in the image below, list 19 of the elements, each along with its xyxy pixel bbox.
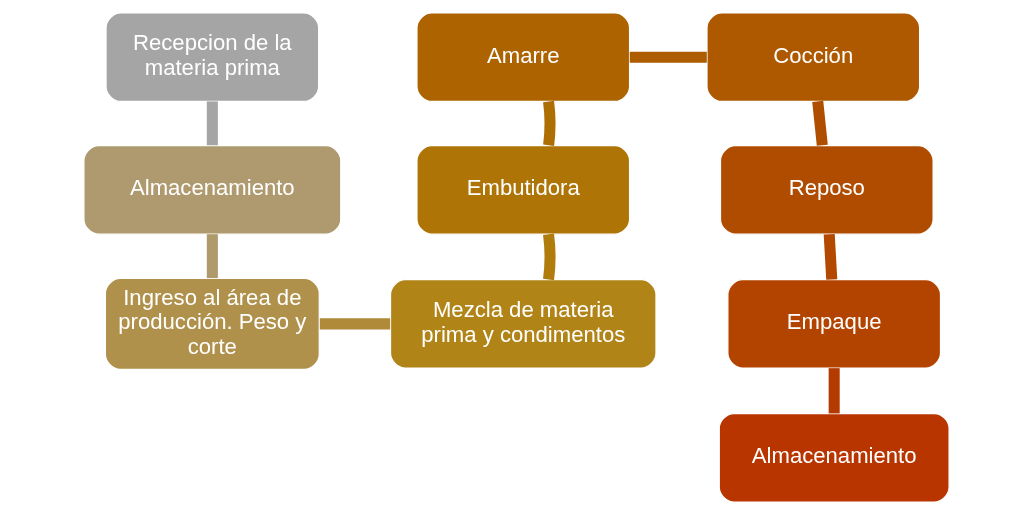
connector	[828, 368, 840, 414]
connector	[206, 101, 218, 146]
node-box: Recepcion de la materia prima	[104, 12, 319, 103]
node-box: Almacenamiento	[718, 412, 950, 503]
connector	[542, 100, 555, 146]
connector	[629, 51, 707, 63]
connector	[542, 233, 555, 281]
connector	[811, 100, 828, 146]
connector	[823, 233, 837, 280]
connector	[206, 234, 218, 279]
node-box: Empaque	[726, 279, 941, 369]
node-box: Cocción	[705, 12, 920, 103]
connector	[319, 318, 390, 330]
node-box: Ingreso al área de producción. Peso y corte	[104, 277, 320, 370]
node-box: Amarre	[415, 12, 630, 103]
node-box: Almacenamiento	[82, 145, 341, 235]
node-box: Mezcla de materia prima y condimentos	[389, 279, 657, 369]
node-box: Reposo	[719, 145, 934, 235]
node-box: Embutidora	[415, 145, 630, 235]
